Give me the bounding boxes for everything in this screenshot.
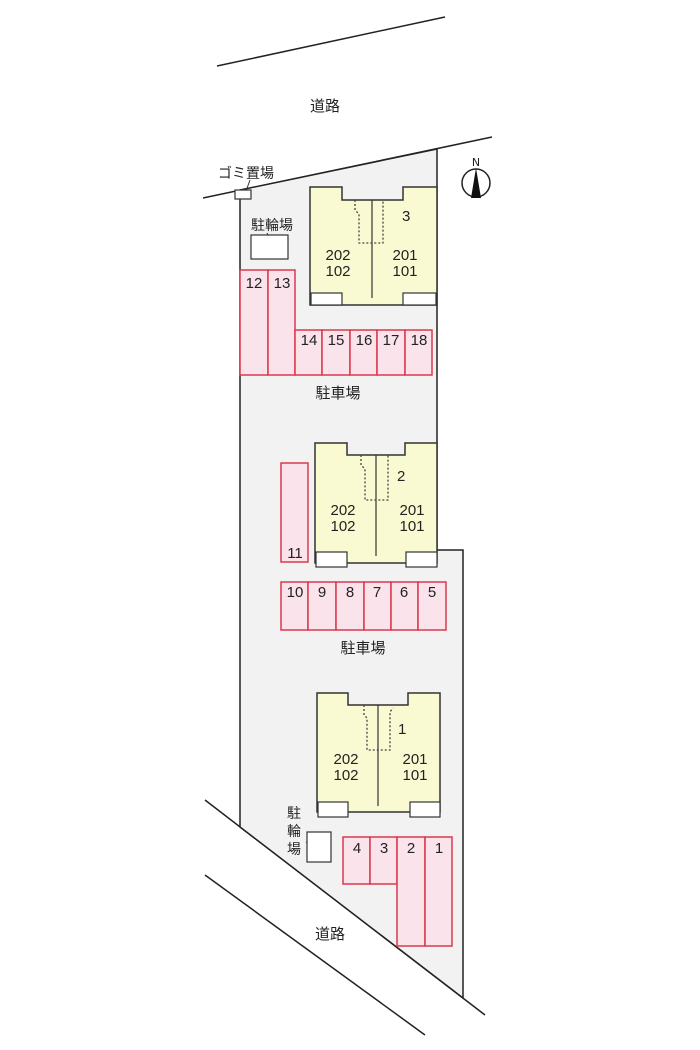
bike-parking-bottom bbox=[306, 831, 332, 863]
parking-number: 11 bbox=[287, 545, 303, 562]
parking-space bbox=[239, 269, 269, 376]
svg-text:輪: 輪 bbox=[287, 823, 301, 840]
parking-number: 4 bbox=[353, 840, 361, 857]
parking-area-top: 12 13 14 15 16 17 18 bbox=[239, 269, 433, 376]
unit-label: 101 bbox=[399, 518, 424, 535]
north-label: N bbox=[472, 156, 480, 169]
unit-label: 102 bbox=[333, 767, 358, 784]
parking-number: 7 bbox=[373, 584, 381, 601]
road-edge-bottom-outer bbox=[204, 874, 426, 1036]
unit-label: 102 bbox=[330, 518, 355, 535]
parking-space bbox=[369, 836, 398, 885]
parking-number: 14 bbox=[301, 332, 318, 349]
building-1: 1 202 102 201 101 bbox=[316, 692, 441, 818]
parking-space bbox=[396, 836, 426, 947]
parking-space bbox=[363, 581, 392, 631]
parking-area-middle: 11 10 9 8 7 6 5 bbox=[280, 462, 447, 631]
parking-space bbox=[335, 581, 365, 631]
road-label-bottom: 道路 bbox=[315, 925, 345, 943]
parking-space bbox=[390, 581, 419, 631]
unit-label: 202 bbox=[330, 502, 355, 519]
svg-text:場: 場 bbox=[287, 842, 301, 858]
building-number: 2 bbox=[397, 468, 405, 485]
parking-number: 5 bbox=[428, 584, 436, 601]
parking-space bbox=[280, 581, 309, 631]
parking-label-top: 駐車場 bbox=[315, 384, 360, 402]
building-3: 3 202 102 201 101 bbox=[309, 186, 438, 306]
parking-number: 17 bbox=[383, 332, 400, 349]
parking-number: 12 bbox=[246, 275, 263, 292]
parking-number: 16 bbox=[356, 332, 373, 349]
parking-space bbox=[342, 836, 371, 885]
parking-space bbox=[267, 269, 296, 376]
building-2: 2 202 102 201 101 bbox=[314, 442, 438, 568]
unit-label: 101 bbox=[392, 263, 417, 280]
svg-text:駐: 駐 bbox=[287, 806, 301, 822]
unit-label: 202 bbox=[325, 247, 350, 264]
unit-label: 101 bbox=[402, 767, 427, 784]
bike-parking-label-top: 駐輪場 bbox=[251, 217, 293, 234]
bike-parking-label-bottom: 駐 輪 場 bbox=[287, 806, 301, 858]
parking-number: 9 bbox=[318, 584, 326, 601]
road-edge-top-outer bbox=[216, 16, 446, 67]
parking-space bbox=[404, 329, 433, 376]
parking-space bbox=[280, 462, 309, 563]
unit-label: 202 bbox=[333, 751, 358, 768]
garbage-area bbox=[234, 189, 252, 200]
unit-label: 102 bbox=[325, 263, 350, 280]
parking-area-bottom: 4 3 2 1 bbox=[342, 836, 453, 947]
parking-number: 10 bbox=[287, 584, 304, 601]
north-compass-icon: N bbox=[461, 156, 491, 198]
parking-space bbox=[307, 581, 337, 631]
parking-number: 18 bbox=[411, 332, 428, 349]
parking-space bbox=[321, 329, 351, 376]
parking-number: 1 bbox=[435, 840, 443, 857]
bike-parking-top bbox=[250, 234, 289, 260]
parking-number: 13 bbox=[274, 275, 291, 292]
unit-label: 201 bbox=[392, 247, 417, 264]
parking-number: 6 bbox=[400, 584, 408, 601]
parking-number: 2 bbox=[407, 840, 415, 857]
parking-number: 15 bbox=[328, 332, 345, 349]
parking-space bbox=[417, 581, 447, 631]
parking-label-middle: 駐車場 bbox=[340, 639, 385, 657]
road-label-top: 道路 bbox=[310, 97, 340, 115]
parking-number: 3 bbox=[380, 840, 388, 857]
parking-number: 8 bbox=[346, 584, 354, 601]
building-number: 3 bbox=[402, 208, 410, 225]
building-number: 1 bbox=[398, 721, 406, 738]
garbage-area-label: ゴミ置場 bbox=[218, 165, 274, 182]
parking-space bbox=[424, 836, 453, 947]
unit-label: 201 bbox=[399, 502, 424, 519]
unit-label: 201 bbox=[402, 751, 427, 768]
